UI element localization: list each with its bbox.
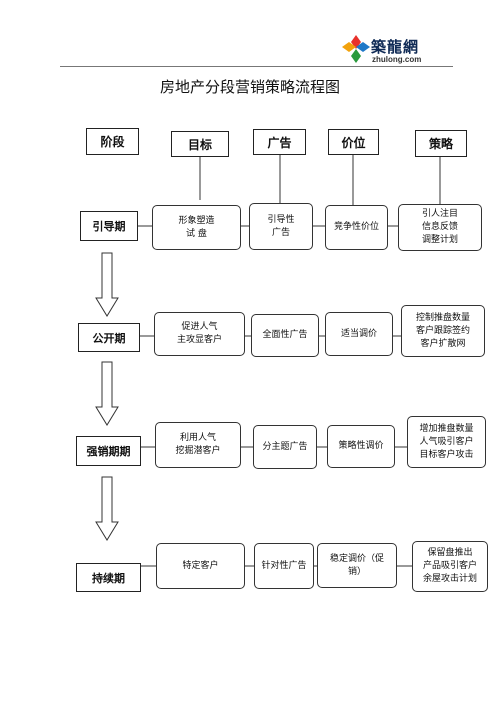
stage-label-peak: 强销期期 bbox=[76, 436, 141, 466]
stage1-goal: 形象塑造 试 盘 bbox=[152, 205, 241, 250]
stage2-ad: 全面性广告 bbox=[251, 314, 319, 357]
header-goal: 目标 bbox=[171, 131, 229, 157]
header-strategy: 策略 bbox=[415, 130, 467, 157]
stage4-price: 稳定调价（促 销） bbox=[317, 543, 397, 588]
stage4-strategy: 保留盘推出 产品吸引客户 余屋攻击计划 bbox=[412, 541, 488, 592]
stage3-goal: 利用人气 挖掘潜客户 bbox=[155, 422, 241, 468]
stage2-goal: 促进人气 主攻显客户 bbox=[154, 312, 245, 356]
page-title: 房地产分段营销策略流程图 bbox=[159, 78, 340, 96]
stage4-ad: 针对性广告 bbox=[254, 543, 314, 589]
stage-label-launch: 公开期 bbox=[78, 323, 140, 352]
stage-label-sustain: 持续期 bbox=[76, 563, 141, 592]
zhulong-logo-icon bbox=[342, 35, 370, 63]
logo-name: 築龍網 bbox=[371, 38, 420, 56]
stage1-ad: 引导性 广告 bbox=[249, 203, 313, 250]
stage-label-guide: 引导期 bbox=[80, 211, 138, 241]
down-arrow-icon bbox=[95, 476, 119, 541]
stage3-price: 策略性调价 bbox=[327, 425, 395, 468]
header-price: 价位 bbox=[328, 129, 379, 155]
logo-domain: zhulong.com bbox=[372, 55, 422, 64]
header-rule bbox=[60, 66, 453, 67]
down-arrow-icon bbox=[95, 252, 119, 317]
stage2-strategy: 控制推盘数量 客户跟踪签约 客户扩散网 bbox=[401, 305, 485, 357]
header-stage: 阶段 bbox=[86, 128, 139, 155]
stage3-strategy: 增加推盘数量 人气吸引客户 目标客户攻击 bbox=[407, 416, 486, 468]
stage1-strategy: 引人注目 信息反馈 调整计划 bbox=[398, 204, 482, 251]
logo bbox=[341, 34, 371, 64]
stage3-ad: 分主题广告 bbox=[253, 425, 317, 469]
stage1-price: 竞争性价位 bbox=[325, 205, 388, 250]
header-ad: 广告 bbox=[253, 129, 306, 155]
stage4-goal: 特定客户 bbox=[156, 543, 245, 589]
stage2-price: 适当调价 bbox=[325, 312, 393, 356]
down-arrow-icon bbox=[95, 361, 119, 426]
